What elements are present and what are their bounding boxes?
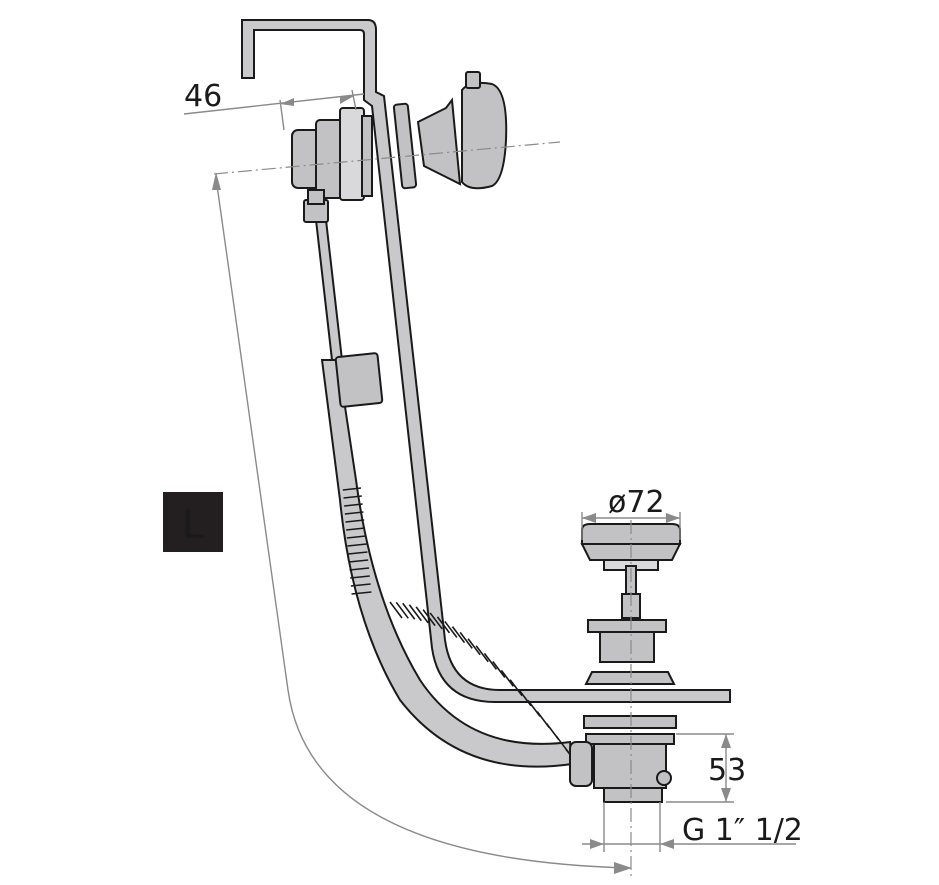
dimension-L (212, 172, 632, 874)
dimension-thread (582, 802, 796, 852)
hose-ridge (343, 495, 362, 499)
length-label-box: L (163, 492, 223, 552)
hose-ridge (509, 679, 523, 697)
hose-ridge (444, 620, 458, 638)
hose-ridge (350, 583, 371, 587)
dimension-height (666, 733, 734, 803)
height-label: 53 (708, 753, 746, 788)
hose-ridge (344, 503, 363, 507)
hose-ridge (422, 609, 436, 627)
hose-ridge (351, 591, 372, 595)
hose-ridge (475, 645, 489, 663)
hose-ridge (346, 535, 366, 539)
hose-ridge (344, 511, 364, 515)
hose-ridge (467, 638, 481, 656)
hose-ridge (415, 606, 429, 624)
dimension-diameter (581, 512, 681, 540)
thread-label: G 1″ 1/2 (682, 813, 803, 848)
dimension-46 (183, 89, 365, 131)
hose-ridge (346, 527, 366, 531)
hose-ridge (408, 604, 422, 622)
offset-label: 46 (184, 79, 222, 114)
hose-ridge (459, 631, 473, 649)
hose-ridge (518, 689, 532, 707)
diameter-label: ø72 (608, 485, 665, 520)
hose-ridge (483, 652, 498, 670)
length-label: L (182, 502, 205, 548)
hose-ridge (395, 601, 409, 619)
hose-ridge (429, 612, 443, 630)
hose-ridge (345, 519, 365, 523)
overflow-rod (241, 19, 731, 703)
hose-ridge (348, 559, 369, 563)
hose-ridge (347, 543, 367, 547)
hose-ridge (389, 601, 403, 619)
hose-ridge (342, 487, 362, 491)
hose-ridge (436, 616, 451, 634)
hose-ridge (348, 551, 368, 555)
flexible-hose (320, 359, 579, 768)
hose-ridge (500, 669, 515, 687)
hose-ridge (350, 575, 370, 579)
cable-tube (303, 199, 384, 408)
center-lines (213, 141, 632, 880)
drain-assembly (569, 523, 682, 803)
hose-ridge (492, 661, 506, 679)
hose-ridge (451, 626, 466, 644)
overflow-head (291, 71, 508, 205)
hose-ridge (349, 567, 370, 571)
hose-ridge (402, 602, 416, 620)
